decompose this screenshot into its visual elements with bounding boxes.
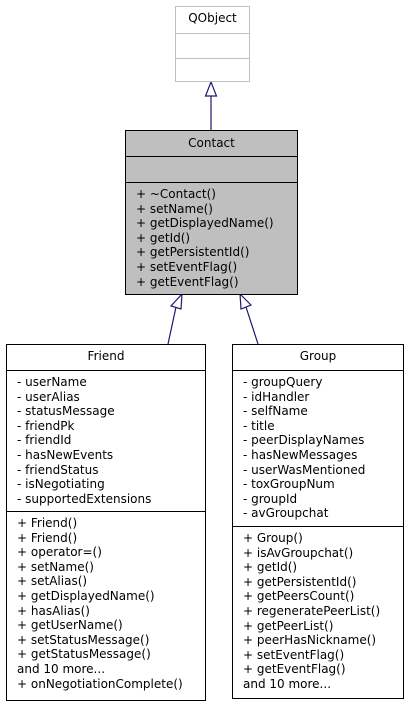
contact-method: + ~Contact() bbox=[136, 187, 216, 201]
contact-method: + getEventFlag() bbox=[136, 274, 239, 289]
class-qobject-name: QObject bbox=[188, 11, 237, 25]
group-attribute: - peerDisplayNames bbox=[243, 433, 365, 448]
group-attribute: - userWasMentioned bbox=[243, 462, 366, 477]
group-method: + getPeersCount() bbox=[243, 589, 355, 604]
group-method: + isAvGroupchat() bbox=[243, 545, 354, 560]
friend-attribute: - friendStatus bbox=[17, 462, 99, 477]
group-attribute: - title bbox=[243, 418, 275, 433]
class-qobject-attributes bbox=[176, 33, 249, 58]
class-friend-attributes: - userName- userAlias- statusMessage- fr… bbox=[7, 370, 205, 506]
contact-method: + getDisplayedName() bbox=[136, 216, 274, 231]
group-method: + regeneratePeerList() bbox=[243, 603, 381, 618]
class-group-methods: + Group()+ isAvGroupchat()+ getId()+ get… bbox=[233, 526, 403, 692]
group-attribute: - avGroupchat bbox=[243, 506, 329, 521]
group-attribute: - toxGroupNum bbox=[243, 477, 335, 492]
friend-method: and 10 more... bbox=[17, 661, 106, 676]
class-contact-attributes bbox=[126, 156, 297, 182]
group-attribute: - groupId bbox=[243, 491, 298, 506]
friend-method: + setStatusMessage() bbox=[17, 632, 150, 647]
friend-method: + getUserName() bbox=[17, 618, 123, 633]
friend-attribute: - hasNewEvents bbox=[17, 447, 114, 462]
group-method: + getPersistentId() bbox=[243, 574, 357, 589]
class-friend[interactable]: Friend - userName- userAlias- statusMess… bbox=[6, 344, 206, 701]
contact-method: + getId() bbox=[136, 230, 191, 245]
group-attribute: - selfName bbox=[243, 404, 308, 419]
friend-method: + Friend() bbox=[17, 530, 78, 545]
friend-method: + setName() bbox=[17, 559, 94, 574]
group-method: + peerHasNickname() bbox=[243, 633, 377, 648]
friend-method: + setAlias() bbox=[17, 574, 88, 589]
friend-attribute: - supportedExtensions bbox=[17, 491, 152, 506]
class-group-name: Group bbox=[299, 349, 337, 363]
friend-attribute: - isNegotiating bbox=[17, 477, 105, 492]
class-qobject-methods bbox=[176, 58, 249, 82]
class-contact-name: Contact bbox=[188, 136, 235, 150]
contact-method: + getPersistentId() bbox=[136, 245, 250, 260]
edge-group-to-contact bbox=[239, 292, 259, 345]
contact-method: + setEventFlag() bbox=[136, 259, 238, 274]
group-method: + getPeerList() bbox=[243, 618, 334, 633]
contact-method: + setName() bbox=[136, 201, 213, 216]
friend-attribute: - userAlias bbox=[17, 389, 80, 404]
group-method: and 10 more... bbox=[243, 676, 332, 691]
class-group-attributes: - groupQuery- idHandler- selfName- title… bbox=[233, 370, 403, 521]
class-qobject[interactable]: QObject bbox=[175, 6, 250, 82]
class-friend-methods: + Friend()+ Friend()+ operator=()+ setNa… bbox=[7, 511, 205, 691]
friend-method: + getStatusMessage() bbox=[17, 647, 151, 662]
friend-method: + Friend() bbox=[17, 516, 78, 530]
class-friend-name: Friend bbox=[87, 349, 125, 363]
group-attribute: - groupQuery bbox=[243, 375, 323, 389]
edge-friend-to-contact bbox=[167, 292, 183, 345]
group-attribute: - hasNewMessages bbox=[243, 447, 358, 462]
friend-attribute: - friendPk bbox=[17, 418, 75, 433]
class-contact-methods: + ~Contact()+ setName()+ getDisplayedNam… bbox=[126, 182, 297, 289]
group-attribute: - idHandler bbox=[243, 389, 310, 404]
class-contact[interactable]: Contact + ~Contact()+ setName()+ getDisp… bbox=[125, 130, 298, 295]
friend-method: + onNegotiationComplete() bbox=[17, 676, 183, 691]
group-method: + getEventFlag() bbox=[243, 662, 346, 677]
friend-method: + operator=() bbox=[17, 545, 102, 560]
friend-attribute: - userName bbox=[17, 375, 87, 389]
edge-contact-to-qobject bbox=[204, 80, 218, 130]
friend-attribute: - friendId bbox=[17, 433, 72, 448]
friend-attribute: - statusMessage bbox=[17, 404, 115, 419]
group-method: + Group() bbox=[243, 531, 303, 545]
class-group[interactable]: Group - groupQuery- idHandler- selfName-… bbox=[232, 344, 404, 699]
friend-method: + getDisplayedName() bbox=[17, 588, 155, 603]
group-method: + getId() bbox=[243, 560, 298, 575]
group-method: + setEventFlag() bbox=[243, 647, 345, 662]
friend-method: + hasAlias() bbox=[17, 603, 90, 618]
